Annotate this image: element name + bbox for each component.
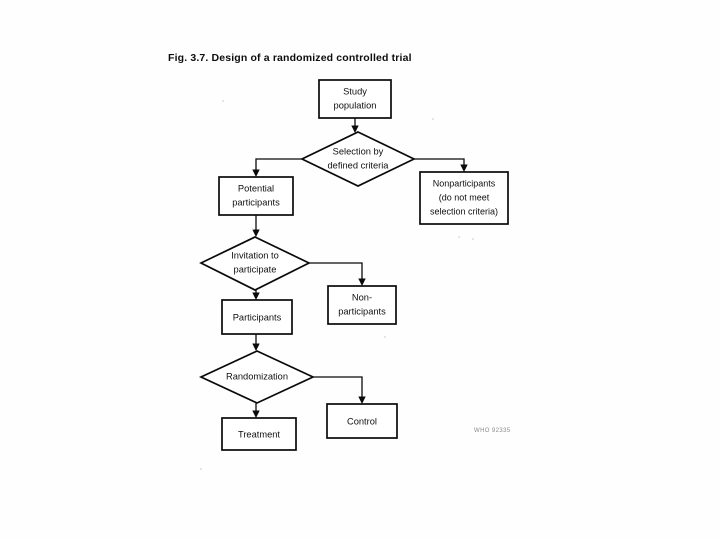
node-nonparticipants-line-2: (do not meet [439,192,490,202]
edge-study-population-to-selection [351,118,359,133]
node-potential-participants[interactable]: Potential participants [218,176,294,216]
plate-code: WHO 92335 [474,428,511,434]
scan-speckle [472,238,474,240]
edge-selection-to-potential-participants [252,158,302,177]
node-potential-participants-line-1: Potential [238,183,274,193]
node-participants[interactable]: Participants [221,299,293,335]
node-invitation-line-1: Invitation to [231,250,279,260]
node-study-population-line-1: Study [343,86,367,96]
node-participants-label: Participants [233,312,282,322]
scan-speckle [200,468,202,470]
scan-speckle [432,118,434,120]
edge-invitation-to-non-participants [309,262,366,286]
node-control-label: Control [347,416,377,426]
node-treatment[interactable]: Treatment [221,417,297,451]
edge-invitation-to-participants [252,290,260,300]
node-control[interactable]: Control [326,403,398,439]
node-non-participants[interactable]: Non- participants [327,285,397,325]
edge-potential-participants-to-invitation [252,215,260,237]
node-invitation-line-2: participate [234,264,277,274]
scan-speckle [458,236,460,238]
node-nonparticipants-criteria[interactable]: Nonparticipants (do not meet selection c… [419,171,509,225]
scan-speckle [252,228,254,230]
node-randomization[interactable]: Randomization [198,350,316,404]
node-potential-participants-line-2: participants [232,197,280,207]
node-randomization-label: Randomization [226,371,288,381]
scan-speckle [222,100,224,102]
node-treatment-label: Treatment [238,429,280,439]
node-selection-by-defined-criteria[interactable]: Selection by defined criteria [300,131,416,187]
node-selection-line-2: defined criteria [328,160,390,170]
node-study-population[interactable]: Study population [318,79,392,119]
scan-speckle [384,336,386,338]
edge-randomization-to-control [313,376,366,404]
node-invitation-to-participate[interactable]: Invitation to participate [199,236,311,291]
node-study-population-line-2: population [334,100,377,110]
node-non-participants-line-2: participants [338,306,386,316]
node-selection-line-1: Selection by [333,146,384,156]
node-nonparticipants-line-3: selection criteria) [430,206,498,216]
connector-layer [252,118,468,418]
edge-participants-to-randomization [252,334,260,351]
edge-selection-to-nonparticipants [414,158,468,172]
node-nonparticipants-line-1: Nonparticipants [433,178,496,188]
node-non-participants-line-1: Non- [352,292,372,302]
edge-randomization-to-treatment [252,403,260,418]
figure-title: Fig. 3.7. Design of a randomized control… [168,52,412,64]
